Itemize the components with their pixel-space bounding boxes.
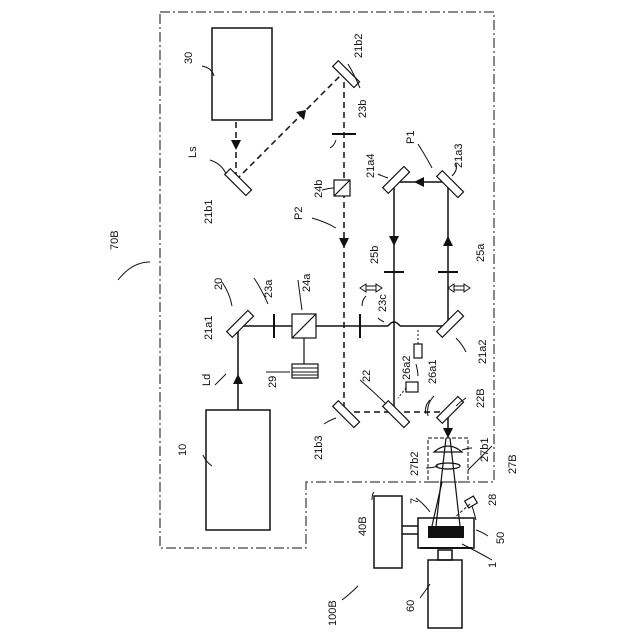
arrow-P1-up — [443, 236, 453, 246]
mirror-21b2 — [333, 61, 360, 88]
label-Ld: Ld — [201, 374, 213, 386]
label-25a: 25a — [475, 243, 487, 262]
label-60: 60 — [405, 600, 417, 612]
lens-27b2 — [436, 463, 460, 469]
label-P2: P2 — [293, 207, 305, 220]
label-24a: 24a — [301, 273, 313, 292]
label-21b3: 21b3 — [313, 436, 325, 460]
label-23b: 23b — [357, 100, 369, 118]
light-source-30 — [212, 28, 272, 120]
detector-26a2 — [398, 382, 418, 398]
label-21b2: 21b2 — [353, 34, 365, 58]
arrow-P2-down — [339, 238, 349, 248]
arrow-Ls-diag — [296, 110, 306, 120]
beam-Ls-2 — [236, 72, 344, 180]
move-arrow-25a — [448, 284, 470, 292]
scan-mirror-22B — [437, 396, 464, 423]
label-21a3: 21a3 — [453, 144, 465, 168]
label-30: 30 — [183, 52, 195, 64]
label-22: 22 — [361, 370, 373, 382]
arrow-to-objective — [443, 428, 453, 438]
label-29: 29 — [267, 376, 279, 388]
detector-28 — [465, 496, 478, 508]
mirror-21a1 — [227, 310, 254, 337]
label-70B: 70B — [109, 230, 121, 250]
label-Ls: Ls — [187, 146, 199, 158]
move-arrow-25b — [360, 284, 382, 292]
pbs-24b — [334, 180, 350, 196]
label-50: 50 — [495, 532, 507, 544]
arrow-P1-down — [389, 236, 399, 246]
scan-arc-22B-2 — [428, 396, 434, 416]
unit-40B — [374, 496, 402, 568]
detector-26a1 — [414, 330, 422, 358]
mirror-21b1 — [225, 169, 252, 196]
label-7: 7 — [409, 498, 421, 504]
label-100B: 100B — [327, 600, 339, 626]
label-P1: P1 — [405, 131, 417, 144]
label-27B: 27B — [507, 454, 519, 474]
mirror-21b3 — [333, 401, 360, 428]
label-21a4: 21a4 — [365, 154, 377, 178]
beam-dump-29 — [292, 364, 318, 378]
label-26a2: 26a2 — [401, 356, 413, 380]
light-source-10 — [206, 410, 270, 530]
label-23a: 23a — [263, 279, 275, 298]
mirror-21a3 — [437, 171, 464, 198]
label-26a1: 26a1 — [427, 360, 439, 384]
sample-1 — [428, 526, 464, 538]
camera-60 — [428, 560, 462, 628]
label-28: 28 — [487, 494, 499, 506]
lens-27b1 — [434, 446, 462, 452]
objective-housing-27B — [428, 438, 468, 482]
label-27b2: 27b2 — [409, 452, 421, 476]
label-21a2: 21a2 — [477, 340, 489, 364]
label-21b1: 21b1 — [203, 200, 215, 224]
label-1: 1 — [487, 562, 499, 568]
camera-60-lens — [438, 550, 452, 560]
arrow-P1-left — [414, 177, 424, 187]
label-22B: 22B — [475, 388, 487, 408]
pbs-24a — [292, 314, 316, 364]
splitter-22 — [383, 401, 410, 428]
mirror-21a4 — [383, 166, 410, 193]
label-40B: 40B — [357, 516, 369, 536]
mirror-21a2 — [437, 310, 464, 337]
label-27b1: 27b1 — [479, 438, 491, 462]
label-20: 20 — [213, 278, 225, 290]
label-21a1: 21a1 — [203, 316, 215, 340]
label-25b: 25b — [369, 246, 381, 264]
label-24b: 24b — [313, 180, 325, 198]
label-10: 10 — [177, 444, 189, 456]
label-23c: 23c — [377, 294, 389, 312]
arrow-Ls-down — [231, 140, 241, 150]
arrow-Ld-up — [233, 374, 243, 384]
enclosure-70B — [160, 12, 494, 548]
